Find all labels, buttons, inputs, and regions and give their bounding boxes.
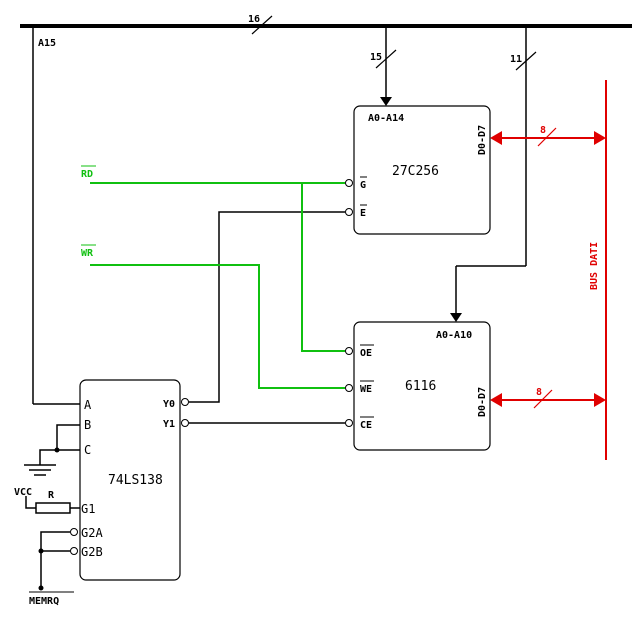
rom-data-slash — [537, 127, 557, 147]
bus-dati-label: BUS DATI — [589, 242, 600, 290]
g2a-wire — [40, 531, 70, 588]
rom-pin-g-bubble — [345, 179, 353, 187]
decoder-g2b-bubble — [70, 547, 78, 555]
chip-select-wires — [24, 211, 345, 588]
vcc-label: VCC — [14, 487, 32, 498]
ram-pin-oe-bubble — [345, 347, 353, 355]
bus-count-main: 16 — [248, 14, 260, 25]
bus-slash-main — [251, 15, 273, 35]
rom-data-arrow-right — [594, 131, 606, 145]
wr-to-we-wire — [90, 264, 345, 389]
ram-data-count: 8 — [536, 387, 542, 398]
decoder-pin-b: B — [84, 418, 91, 432]
resistor-label: R — [48, 490, 55, 501]
ram-data-arrow-right — [594, 393, 606, 407]
junction-memrq — [38, 585, 44, 591]
data-bus — [500, 80, 607, 460]
bus-count-rom: 15 — [370, 52, 382, 63]
decoder-pin-c: C — [84, 443, 91, 457]
ram-pin-we-bubble — [345, 384, 353, 392]
bus-slash-ram — [515, 51, 537, 71]
ram-data-slash — [533, 389, 553, 409]
rom-chip-27c256 — [353, 105, 491, 235]
rom-address-arrow — [380, 97, 392, 106]
rom-data-arrow-left — [490, 131, 502, 145]
junction-bc — [54, 447, 60, 453]
decoder-pin-g2b: G2B — [81, 545, 103, 559]
ram-chip-name: 6116 — [405, 379, 436, 394]
decoder-pin-a: A — [84, 398, 92, 412]
wr-label: WR — [81, 248, 94, 259]
ram-chip-6116 — [353, 321, 491, 451]
ram-data-arrow-left — [490, 393, 502, 407]
b-c-ground-wire — [56, 424, 80, 451]
ram-address-label: A0-A10 — [436, 330, 472, 341]
rd-label: RD — [81, 169, 93, 180]
rom-chip-name: 27C256 — [392, 164, 439, 179]
decoder-pin-g2a: G2A — [81, 526, 103, 540]
ram-pin-we-label: WE — [360, 384, 372, 395]
ground-wire — [39, 449, 57, 465]
memrq-label: MEMRQ — [29, 596, 59, 607]
ram-pin-ce-label: CE — [360, 420, 372, 431]
ram-pin-oe-label: OE — [360, 348, 372, 359]
decoder-chip-74ls138 — [79, 379, 181, 581]
vcc-wire — [25, 496, 36, 509]
decoder-y1-bubble — [181, 419, 189, 427]
bus-slash-rom — [375, 49, 397, 69]
junction-g2 — [38, 548, 44, 554]
ram-address-arrow — [450, 313, 462, 322]
decoder-chip-name: 74LS138 — [108, 473, 163, 488]
address-bus — [20, 15, 632, 405]
rd-to-oe-wire — [301, 183, 345, 352]
rom-pin-e-label: E — [360, 208, 366, 219]
ram-data-label: D0-D7 — [477, 387, 488, 417]
rom-address-label: A0-A14 — [368, 113, 404, 124]
decoder-g2a-bubble — [70, 528, 78, 536]
decoder-pin-g1: G1 — [81, 502, 95, 516]
rom-pin-e-bubble — [345, 208, 353, 216]
decoder-pin-y1: Y1 — [163, 419, 175, 430]
bus-count-ram: 11 — [510, 54, 522, 65]
rom-pin-g-label: G — [360, 180, 366, 191]
ram-pin-ce-bubble — [345, 419, 353, 427]
control-lines — [90, 182, 345, 389]
rom-data-count: 8 — [540, 125, 546, 136]
resistor — [35, 502, 71, 514]
rom-data-label: D0-D7 — [477, 125, 488, 155]
decoder-pin-y0: Y0 — [163, 399, 175, 410]
y0-to-rom-e-wire — [189, 211, 345, 403]
decoder-y0-bubble — [181, 398, 189, 406]
a15-label: A15 — [38, 38, 56, 49]
